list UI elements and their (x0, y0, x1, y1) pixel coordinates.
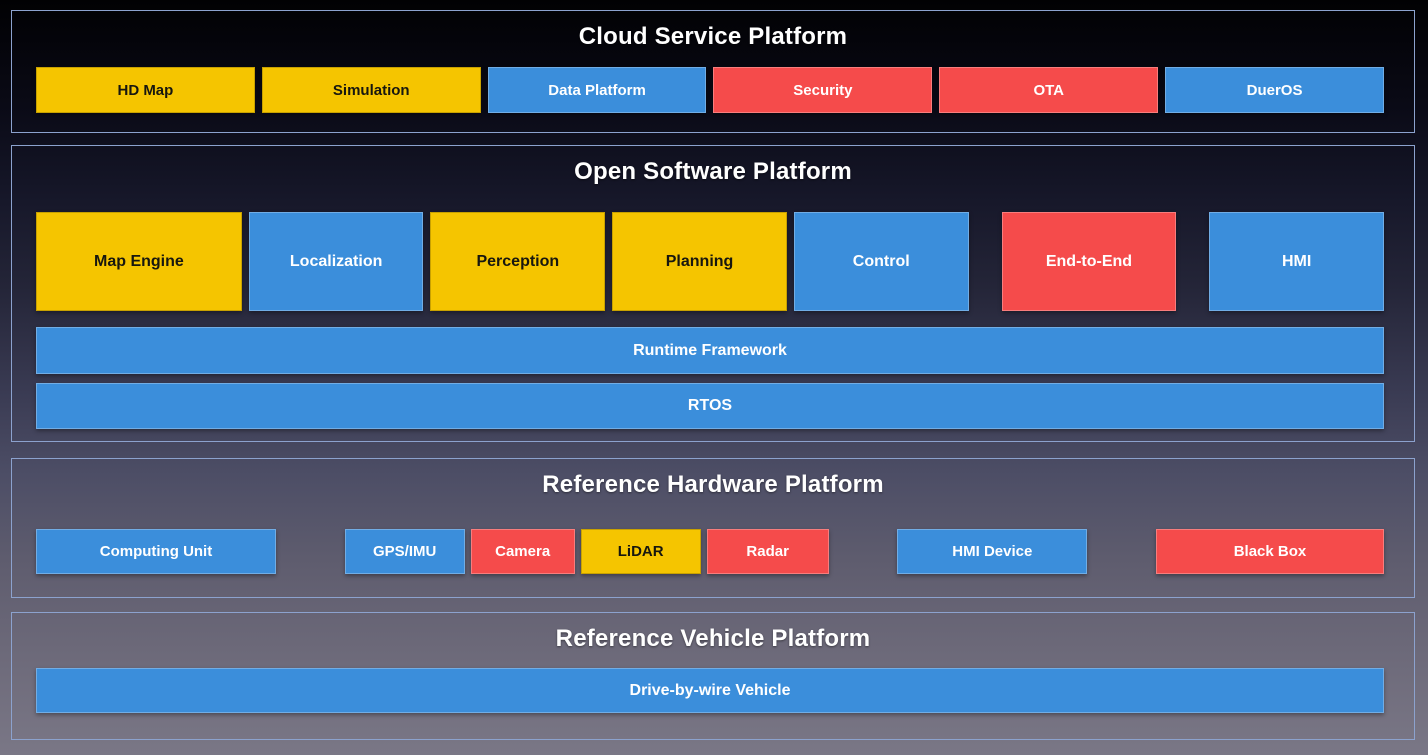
reference-hardware-platform-panel: Reference Hardware Platform Computing Un… (11, 458, 1415, 598)
open-software-platform-title: Open Software Platform (574, 158, 852, 185)
box-localization: Localization (248, 212, 424, 311)
hardware-row: Computing Unit GPS/IMU Camera LiDAR Rada… (36, 529, 1384, 574)
box-hd-map: HD Map (36, 67, 255, 113)
box-lidar: LiDAR (580, 529, 701, 574)
box-gps-imu: GPS/IMU (344, 529, 465, 574)
open-software-platform-panel: Open Software Platform Map Engine Locali… (11, 145, 1415, 442)
cloud-service-platform-panel: Cloud Service Platform HD Map Simulation… (11, 10, 1415, 133)
box-hmi: HMI (1209, 212, 1384, 311)
box-map-engine: Map Engine (36, 212, 242, 311)
box-radar: Radar (706, 529, 829, 574)
box-perception: Perception (430, 212, 606, 311)
reference-vehicle-platform-panel: Reference Vehicle Platform Drive-by-wire… (11, 612, 1415, 740)
bar-rtos: RTOS (36, 383, 1384, 429)
software-modules-row: Map Engine Localization Perception Plann… (36, 212, 1384, 311)
reference-vehicle-platform-title: Reference Vehicle Platform (555, 625, 871, 652)
box-ota: OTA (939, 67, 1159, 113)
box-camera: Camera (470, 529, 575, 574)
box-data-platform: Data Platform (487, 67, 707, 113)
box-dueros: DuerOS (1165, 67, 1384, 113)
box-end-to-end: End-to-End (1001, 212, 1177, 311)
box-security: Security (713, 67, 933, 113)
box-simulation: Simulation (261, 67, 481, 113)
box-planning: Planning (612, 212, 787, 311)
box-black-box: Black Box (1155, 529, 1384, 574)
bar-drive-by-wire-vehicle: Drive-by-wire Vehicle (36, 668, 1384, 713)
bar-runtime-framework: Runtime Framework (36, 327, 1384, 374)
cloud-service-platform-title: Cloud Service Platform (578, 23, 848, 50)
sensor-group: GPS/IMU Camera LiDAR Radar (344, 529, 829, 574)
box-control: Control (793, 212, 969, 311)
box-hmi-device: HMI Device (897, 529, 1088, 574)
reference-hardware-platform-title: Reference Hardware Platform (542, 471, 884, 498)
cloud-services-row: HD Map Simulation Data Platform Security… (36, 67, 1384, 113)
box-computing-unit: Computing Unit (36, 529, 276, 574)
